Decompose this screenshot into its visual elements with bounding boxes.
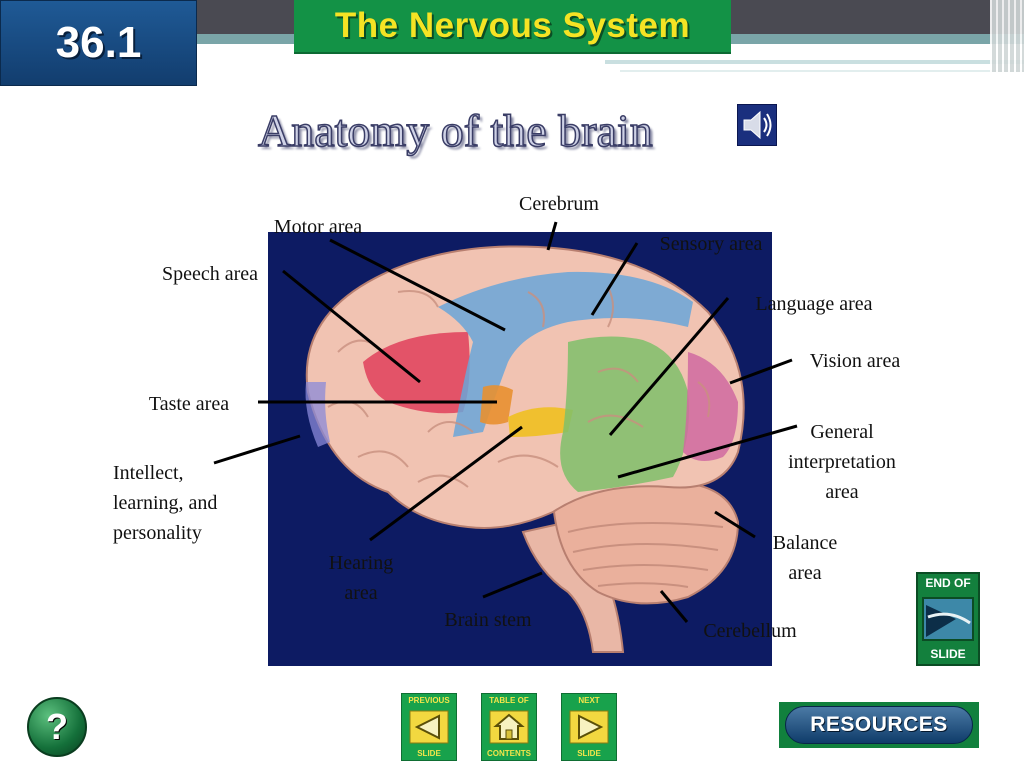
speaker-icon[interactable] (737, 104, 777, 146)
hearing-region (508, 407, 573, 437)
home-icon (489, 710, 529, 744)
previous-caption: PREVIOUS (408, 696, 450, 705)
label-general-interpretation-area: General interpretation area (770, 417, 914, 507)
slide-title: Anatomy of the brain (257, 104, 653, 157)
resources-label: RESOURCES (785, 706, 973, 744)
previous-slide-button[interactable]: PREVIOUS SLIDE (401, 693, 457, 761)
speaker-icon-glyph (743, 110, 772, 140)
label-balance-line-1: Balance (772, 532, 838, 554)
label-intellect-line-3: personality (113, 522, 202, 544)
taste-region (480, 385, 513, 425)
label-intellect-line-2: learning, and (113, 492, 218, 514)
label-taste-area: Taste area (148, 393, 230, 415)
header-line (605, 60, 1024, 64)
help-button[interactable]: ? (27, 697, 87, 757)
label-balance-line-2: area (788, 562, 822, 584)
stop-sign-icon (922, 597, 974, 641)
end-of-slide-button[interactable]: END OF SLIDE (916, 572, 980, 666)
contents-caption: TABLE OF (489, 696, 529, 705)
next-caption: NEXT (578, 696, 600, 705)
label-sensory-area: Sensory area (659, 233, 763, 255)
label-cerebellum: Cerebellum (703, 620, 797, 642)
label-hearing-area: Hearing area (310, 548, 412, 608)
label-motor-area: Motor area (273, 216, 363, 238)
next-slide-button[interactable]: NEXT SLIDE (561, 693, 617, 761)
arrow-right-icon (569, 710, 609, 744)
intellect-region (305, 382, 330, 447)
end-of-slide-caption: END OF (925, 576, 971, 590)
label-intellect-line-1: Intellect, (113, 462, 184, 484)
chapter-title-banner: The Nervous System (294, 0, 731, 54)
language-region (560, 336, 689, 492)
next-caption-2: SLIDE (577, 749, 601, 758)
label-general-line-1: General (810, 421, 874, 443)
previous-caption-2: SLIDE (417, 749, 441, 758)
header-line-thin (620, 70, 1024, 72)
end-of-slide-caption-2: SLIDE (930, 647, 966, 661)
header-vertical-lines (990, 0, 1024, 72)
label-intellect: Intellect, learning, and personality (113, 458, 263, 548)
label-balance-area: Balance area (755, 528, 855, 588)
label-speech-area: Speech area (161, 263, 259, 285)
resources-button[interactable]: RESOURCES (779, 702, 979, 748)
label-brain-stem: Brain stem (444, 609, 532, 631)
label-hearing-line-2: area (344, 582, 378, 604)
table-of-contents-button[interactable]: TABLE OF CONTENTS (481, 693, 537, 761)
section-number-badge: 36.1 (0, 0, 197, 86)
label-general-line-3: area (825, 481, 859, 503)
label-general-line-2: interpretation (788, 451, 896, 473)
arrow-left-icon (409, 710, 449, 744)
label-hearing-line-1: Hearing (328, 552, 394, 574)
label-language-area: Language area (755, 293, 873, 315)
label-vision-area: Vision area (809, 350, 901, 372)
label-cerebrum: Cerebrum (519, 193, 599, 215)
contents-caption-2: CONTENTS (487, 749, 531, 758)
